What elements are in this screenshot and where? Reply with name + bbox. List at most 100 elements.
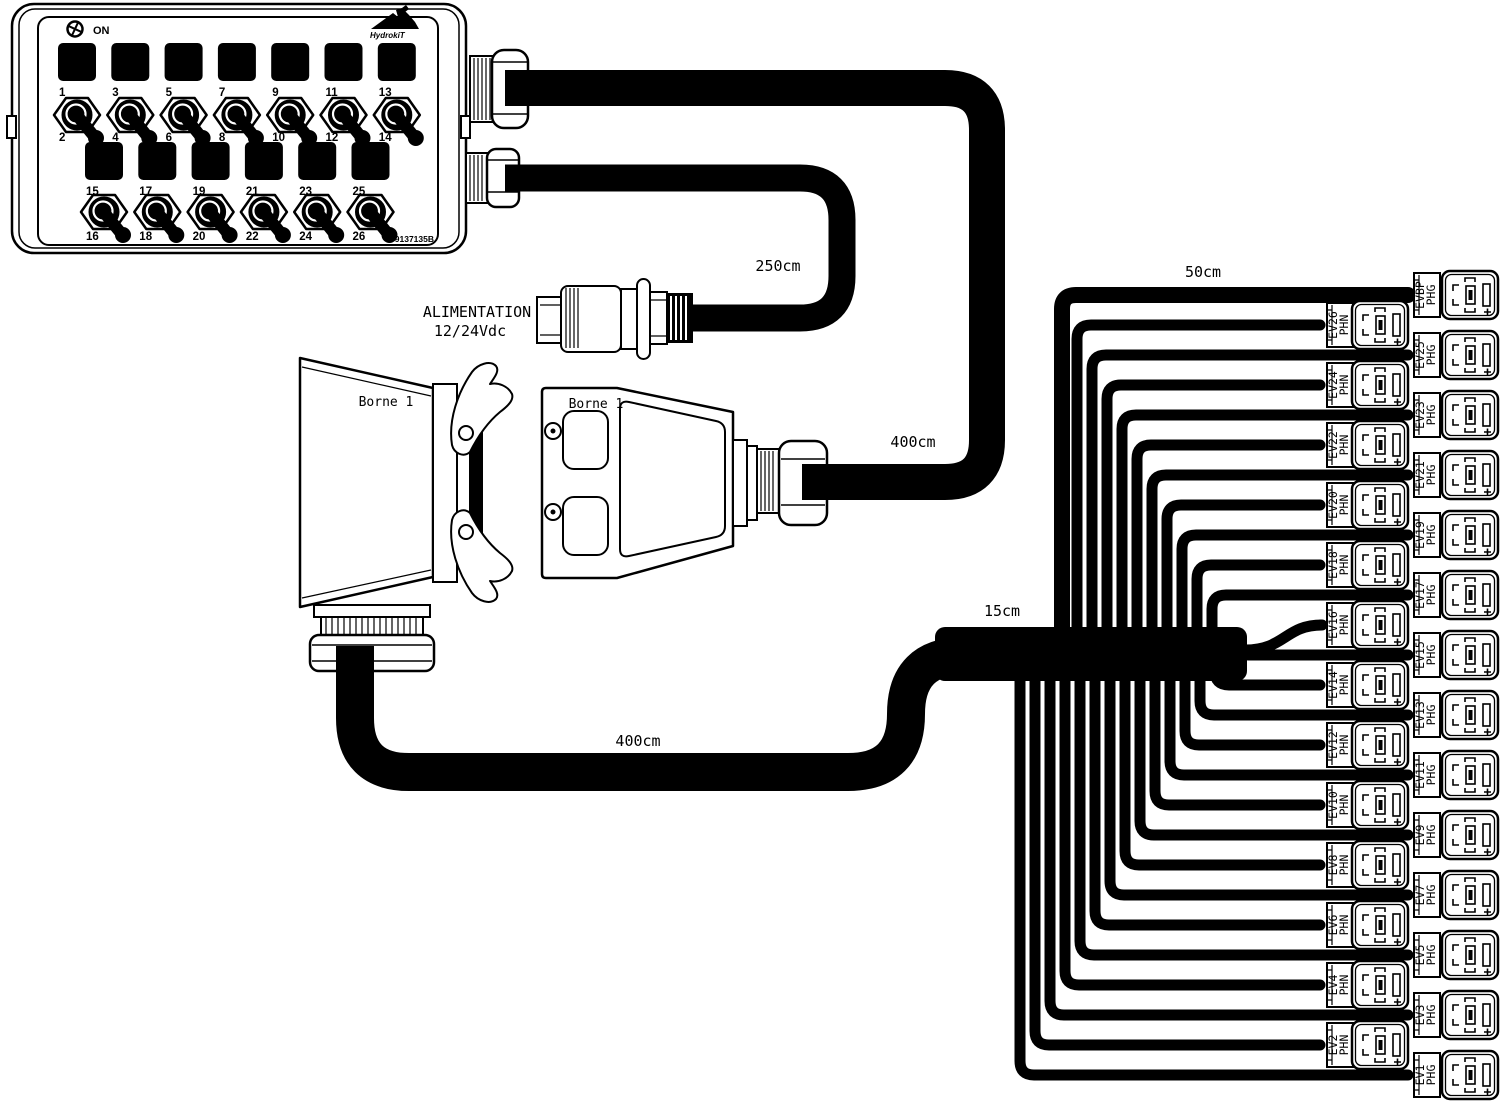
ev-pin-marks [1362, 1027, 1401, 1066]
switch-label-window [324, 43, 363, 81]
ev-name-label: EV17 [1413, 581, 1427, 609]
wire-ev20 [1161, 499, 1326, 656]
part-number-label: 9137135B [395, 234, 434, 244]
rib-lines [670, 296, 687, 340]
ev-name-label: EV12 [1326, 731, 1340, 759]
switch-number-bottom: 12 [326, 132, 339, 144]
switch-number-top: 9 [272, 87, 278, 99]
wire-ev3 [1044, 652, 1414, 1021]
toggle-switch-icon [265, 96, 318, 146]
ev-pin-marks [1452, 277, 1491, 316]
ev-wire-type-label: PHG [1424, 585, 1438, 606]
toggle-switch-icon [52, 96, 104, 146]
box-left-tab [6, 115, 17, 139]
switch-number-bottom: 14 [379, 132, 392, 144]
ev-name-label: EV14 [1326, 671, 1340, 699]
ev-pin-marks [1452, 577, 1491, 616]
wire-ev19 [1176, 529, 1414, 656]
ev-name-label: EV13 [1413, 701, 1427, 729]
switch-label-window [244, 142, 283, 180]
ev-name-label: EV8 [1326, 855, 1340, 876]
ev-pin-marks [1362, 907, 1401, 946]
ev-connectors: EVBPPHGEV26PHNEV25PHGEV24PHNEV23PHGEV22P… [1326, 269, 1500, 1101]
cable-250cm [505, 164, 856, 332]
power-supply-label-2: 12/24Vdc [434, 322, 506, 340]
toggle-switch-icon [79, 193, 131, 243]
ev-pin-marks [1452, 1057, 1491, 1096]
ev-name-label: EV20 [1326, 491, 1340, 519]
terminal-block-housing-label: Borne 1 [359, 395, 414, 410]
terminal-block-housing [298, 356, 514, 673]
ev-pin-marks [1452, 877, 1491, 916]
wire-ev24 [1101, 379, 1326, 656]
latch-claw-lower [450, 509, 514, 603]
rib-lines [760, 451, 774, 511]
switch-number-bottom: 6 [166, 132, 172, 144]
rib-lines [565, 288, 579, 348]
power-screw-icon [66, 20, 84, 38]
switch-area: 1234567891011121314151617181920212223242… [52, 43, 424, 243]
wire-ev2 [1029, 652, 1326, 1051]
wire-ev11 [1164, 652, 1414, 781]
ev-name-label: EV24 [1326, 371, 1340, 399]
ev-pin-marks [1362, 547, 1401, 586]
switch-number-bottom: 18 [139, 231, 152, 243]
ev-pin-marks [1362, 487, 1401, 526]
switch-number-top: 13 [379, 87, 392, 99]
ev-pin-marks [1362, 847, 1401, 886]
toggle-switch-icon [159, 96, 211, 146]
ev-wire-type-label: PHN [1337, 615, 1351, 636]
power-supply-connector [536, 278, 693, 360]
terminal-block-plug-label: Borne 1 [569, 397, 624, 412]
ev-name-label: EV26 [1326, 311, 1340, 339]
ev-wire-type-label: PHG [1424, 705, 1438, 726]
cable-length-label-400cm-top: 400cm [890, 433, 935, 451]
toggle-switch-icon [292, 193, 345, 243]
ev-wire-type-label: PHN [1337, 1035, 1351, 1056]
wire-ev6 [1089, 652, 1326, 931]
fan-wires [1014, 287, 1416, 1081]
ev-name-label: EV15 [1413, 641, 1427, 669]
toggle-switch-icon [133, 193, 185, 243]
wire-ev25 [1086, 349, 1414, 656]
toggle-switch-icon [372, 96, 424, 146]
cable-400cm-top [505, 70, 1005, 500]
ev-wire-type-label: PHN [1337, 795, 1351, 816]
ev-name-label: EV1 [1413, 1065, 1427, 1086]
ev-name-label: EV6 [1326, 915, 1340, 936]
rib-lines [469, 155, 483, 201]
cable-length-label-15cm: 15cm [984, 602, 1020, 620]
ev-pin-marks [1362, 427, 1401, 466]
rib-lines [473, 58, 491, 120]
ev-pin-marks [1362, 607, 1401, 646]
wire-ev23 [1116, 409, 1414, 656]
cable-400cm-bottom [336, 637, 1010, 791]
wire-ev12 [1179, 652, 1326, 751]
switch-number-bottom: 20 [193, 231, 206, 243]
ev-wire-type-label: PHG [1424, 1065, 1438, 1086]
switch-label-window [191, 142, 230, 180]
ev-wire-type-label: PHG [1424, 825, 1438, 846]
switch-label-window [111, 43, 150, 81]
ev-name-label: EV2 [1326, 1035, 1340, 1056]
toggle-switch-icon [212, 96, 264, 146]
ev-pin-marks [1452, 997, 1491, 1036]
on-label: ON [93, 25, 110, 37]
switch-number-bottom: 22 [246, 231, 259, 243]
ev-wire-type-label: PHG [1424, 285, 1438, 306]
ev-wire-type-label: PHN [1337, 735, 1351, 756]
ev-name-label: EV3 [1413, 1005, 1427, 1026]
ev-pin-marks [1452, 517, 1491, 556]
